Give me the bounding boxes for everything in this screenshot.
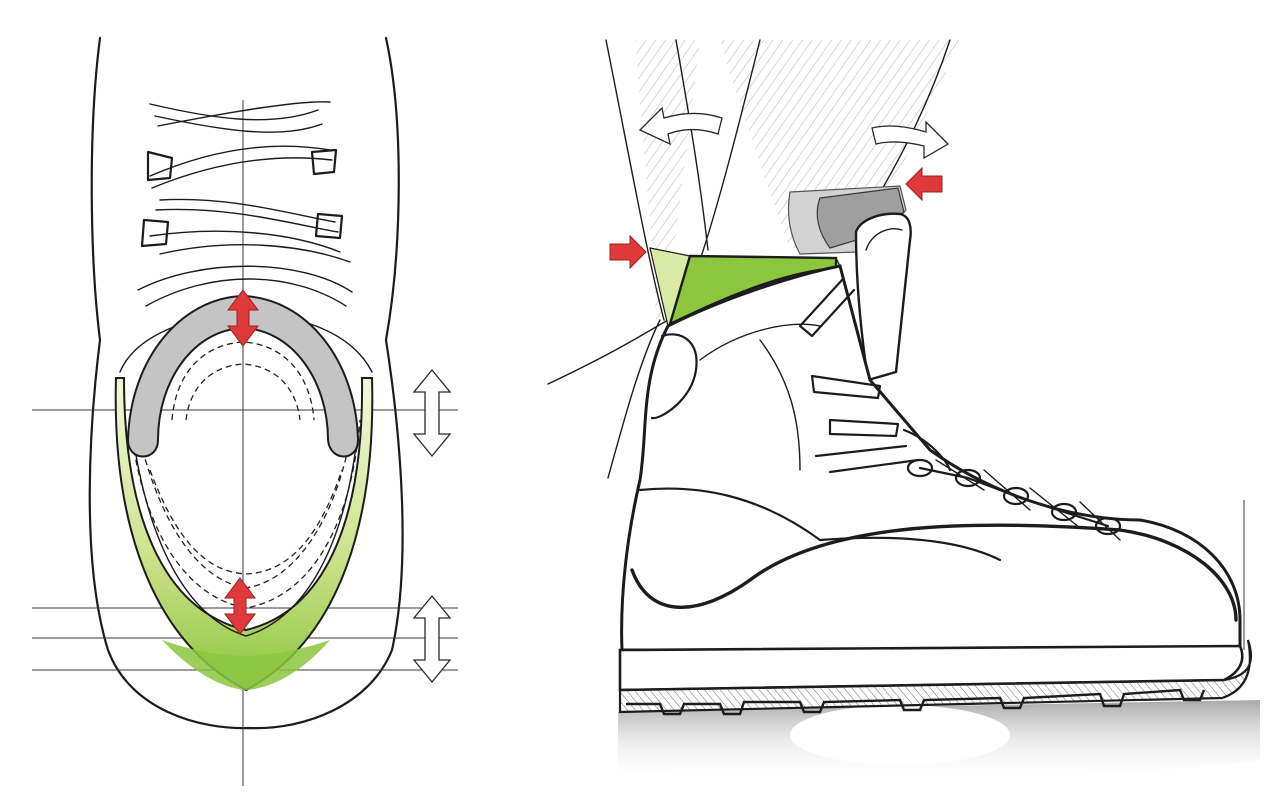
red-arrow-icon	[224, 577, 256, 635]
leg-front-hatch	[720, 40, 960, 250]
heel-cup-green	[114, 377, 374, 692]
leg-line	[547, 319, 669, 385]
side-view	[547, 39, 1260, 781]
tongue-detail	[865, 228, 903, 251]
red-arrow-icon	[905, 166, 943, 202]
boot-upper	[620, 264, 1242, 652]
outsole-lugs	[626, 688, 1206, 716]
heel-contour	[131, 429, 359, 637]
padding-arch	[126, 294, 360, 458]
lacing-side	[798, 278, 1122, 541]
dashed-contour	[171, 341, 315, 421]
boot-outline-top	[88, 36, 404, 730]
upper-seam	[699, 323, 821, 361]
boot-tongue	[854, 212, 912, 382]
dashed-contour	[149, 469, 343, 575]
double-arrow-icon	[412, 368, 452, 458]
toe-cap-line	[638, 487, 1002, 562]
rand-line	[630, 523, 1238, 622]
leg-line	[877, 39, 951, 197]
top-view	[32, 36, 458, 786]
leg-back-hatch	[636, 40, 700, 320]
curved-arrow-icon	[871, 120, 950, 160]
leg-line	[607, 319, 661, 479]
upper-seam	[759, 339, 801, 471]
red-arrow-icon	[227, 289, 259, 347]
dashed-contour	[129, 419, 361, 609]
shadow-highlight	[790, 705, 1010, 765]
leg-line	[699, 39, 761, 261]
leg-line	[675, 39, 709, 251]
leg-line	[605, 39, 665, 321]
curved-arrow-icon	[638, 106, 723, 146]
heel-cup-base	[162, 640, 330, 690]
double-arrow-icon	[412, 594, 452, 684]
red-arrow-icon	[609, 234, 647, 270]
heel-counter	[650, 333, 698, 420]
